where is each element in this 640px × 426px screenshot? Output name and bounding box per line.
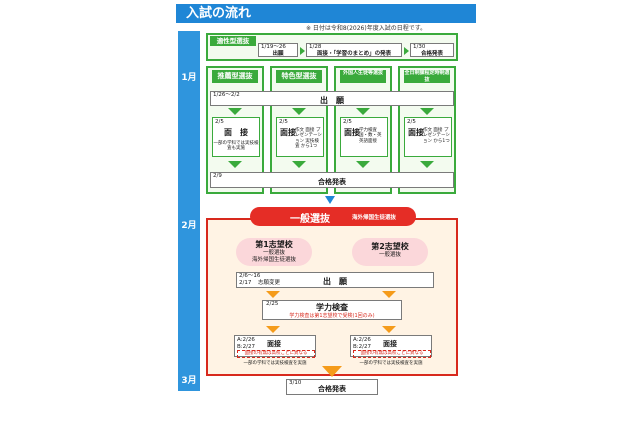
tokushoku-interview-note: 作文 面接 プレゼンテーション 実技検査 から1つ bbox=[295, 127, 322, 150]
suisen-interview-title: 面 接 bbox=[224, 127, 248, 137]
tokushoku-interview: 2/5 面接 作文 面接 プレゼンテーション 実技検査 から1つ bbox=[276, 117, 324, 157]
arrow-down bbox=[382, 291, 396, 298]
tekisei-step2: 1/28 面接・「学習のまとめ」の発表 bbox=[306, 43, 402, 57]
gakuryoku-note: 学力検査は第1志望校で受検(1回のみ) bbox=[289, 313, 375, 319]
tekisei-step3-date: 1/30 bbox=[413, 44, 426, 50]
kaigai-interview-date: 2/5 bbox=[343, 119, 352, 125]
ippan-title-bar: 一般選抜 海外帰国生徒選抜 bbox=[250, 207, 416, 226]
arrow-down bbox=[420, 108, 434, 115]
arrow-down bbox=[266, 326, 280, 333]
second-choice-sub1: 一般選抜 bbox=[378, 252, 401, 258]
second-choice-title: 第2志望校 bbox=[371, 242, 409, 251]
ippan-shutsugan-date1: 2/6～16 bbox=[239, 273, 261, 279]
ippan-subtitle: 海外帰国生徒選抜 bbox=[352, 215, 397, 221]
mensetsu-first-title: 面接 bbox=[267, 340, 281, 348]
kaigai-interview-note: 学力検査 国・数・英 英語面接 bbox=[359, 127, 382, 144]
arrow-down bbox=[292, 161, 306, 168]
ippan-shutsugan-note: 志願変更 bbox=[258, 280, 281, 286]
ippan-shutsugan-title: 出 願 bbox=[323, 277, 347, 286]
suisen-interview-date: 2/5 bbox=[215, 119, 224, 125]
arrow-down bbox=[325, 196, 335, 204]
timeline-arrow bbox=[178, 378, 200, 391]
date-note: ※ 日付は令和8(2026)年度入試の日程です。 bbox=[306, 25, 427, 32]
month-feb: 2月 bbox=[181, 221, 197, 231]
tekisei-step1-date: 1/19～26 bbox=[261, 44, 286, 50]
shutsugan-date: 1/26～2/2 bbox=[213, 92, 240, 98]
tekisei-step1-title: 出願 bbox=[272, 50, 284, 57]
suisen-label: 推薦型選抜 bbox=[212, 70, 258, 83]
gokaku1-title: 合格発表 bbox=[318, 178, 346, 186]
shutsugan-box bbox=[210, 91, 454, 106]
mensetsu-first-dates: A:2/26 B:2/27 bbox=[237, 337, 255, 350]
page-title: 入試の流れ bbox=[176, 4, 476, 23]
arrow-down bbox=[356, 161, 370, 168]
month-jan: 1月 bbox=[181, 73, 197, 83]
tokushoku-interview-title: 面接 bbox=[280, 127, 296, 137]
zennichi-interview-title: 面接 bbox=[408, 127, 424, 137]
kaigai-label: 外国人生徒等選抜 bbox=[340, 70, 386, 83]
ippan-shutsugan-date2: 2/17 bbox=[239, 280, 252, 286]
first-choice-sub2: 海外帰国生徒選抜 bbox=[251, 256, 296, 263]
gakuryoku-date: 2/25 bbox=[266, 301, 279, 307]
arrow-down bbox=[292, 108, 306, 115]
zennichi-interview-note: 作文 面接 プレゼンテーション から1つ bbox=[423, 127, 450, 144]
mensetsu-second-note: 面接の有無は高校ごとに異なる bbox=[353, 350, 431, 358]
mensetsu-first-note2: 一部の学科では実技検査を実施 bbox=[243, 361, 307, 366]
arrow-down bbox=[356, 108, 370, 115]
arrow-down bbox=[228, 161, 242, 168]
arrow-right bbox=[404, 47, 409, 55]
tekisei-step3-title: 合格発表 bbox=[420, 50, 443, 57]
month-timeline bbox=[178, 31, 200, 391]
arrow-down bbox=[322, 366, 342, 377]
arrow-down bbox=[266, 291, 280, 298]
mensetsu-first-note: 面接の有無は高校ごとに異なる bbox=[237, 350, 315, 358]
mensetsu-second-title: 面接 bbox=[383, 340, 397, 348]
final-gokaku-title: 合格発表 bbox=[318, 385, 346, 393]
zennichi-interview: 2/5 面接 作文 面接 プレゼンテーション から1つ bbox=[404, 117, 452, 157]
mensetsu-first-box: A:2/26 B:2/27 面接 面接の有無は高校ごとに異なる bbox=[234, 335, 316, 358]
kaigai-interview-title: 面接 bbox=[344, 127, 360, 137]
mensetsu-second-box: A:2/26 B:2/27 面接 面接の有無は高校ごとに異なる bbox=[350, 335, 432, 358]
tekisei-step2-title: 面接・「学習のまとめ」の発表 bbox=[316, 50, 392, 57]
tekisei-label: 適性型選抜 bbox=[210, 36, 256, 46]
gakuryoku-box bbox=[262, 300, 402, 320]
arrow-right bbox=[300, 47, 305, 55]
arrow-down bbox=[382, 326, 396, 333]
month-mar: 3月 bbox=[181, 376, 197, 386]
suisen-interview-note: 一部の学科では実技検査も実施 bbox=[213, 140, 259, 152]
first-choice-title: 第1志望校 bbox=[255, 240, 293, 249]
zennichi-label: 全日制課程定時制選抜 bbox=[404, 70, 450, 83]
final-gokaku-date: 3/10 bbox=[289, 380, 302, 386]
arrow-down bbox=[420, 161, 434, 168]
tekisei-step1: 1/19～26 出願 bbox=[258, 43, 298, 57]
shutsugan-title: 出 願 bbox=[320, 96, 344, 105]
tokushoku-interview-date: 2/5 bbox=[279, 119, 288, 125]
kaigai-interview: 2/5 面接 学力検査 国・数・英 英語面接 bbox=[340, 117, 388, 157]
ippan-title: 一般選抜 bbox=[290, 214, 330, 225]
tekisei-step3: 1/30 合格発表 bbox=[410, 43, 454, 57]
zennichi-interview-date: 2/5 bbox=[407, 119, 416, 125]
first-choice: 第1志望校 一般選抜 海外帰国生徒選抜 bbox=[236, 238, 312, 266]
final-gokaku-box bbox=[286, 379, 378, 395]
mensetsu-second-dates: A:2/26 B:2/27 bbox=[353, 337, 371, 350]
ippan-shutsugan-box bbox=[236, 272, 434, 288]
tokushoku-label: 特色型選抜 bbox=[276, 70, 322, 83]
gokaku1-date: 2/9 bbox=[213, 173, 222, 179]
arrow-down bbox=[228, 108, 242, 115]
gokaku1-box bbox=[210, 172, 454, 188]
first-choice-sub1: 一般選抜 bbox=[262, 250, 285, 256]
second-choice: 第2志望校 一般選抜 bbox=[352, 238, 428, 266]
mensetsu-second-note2: 一部の学科では実技検査を実施 bbox=[359, 361, 423, 366]
gakuryoku-title: 学力検査 bbox=[316, 303, 348, 312]
tekisei-step2-date: 1/28 bbox=[309, 44, 322, 50]
suisen-interview: 2/5 面 接 一部の学科では実技検査も実施 bbox=[212, 117, 260, 157]
